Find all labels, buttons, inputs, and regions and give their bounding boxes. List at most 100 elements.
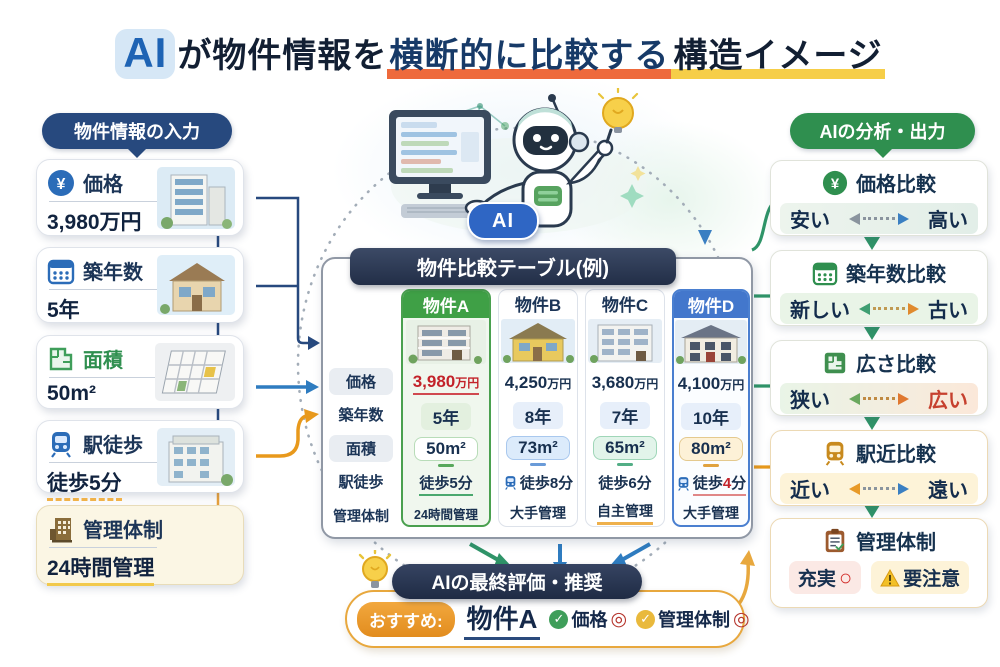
comparison-table: 価格 築年数 面積 駅徒歩 管理体制 物件A 3,980万円 5年 50m² 徒…	[321, 257, 753, 539]
table-cell-mgmt: 大手管理	[683, 505, 739, 521]
train-icon	[825, 441, 845, 466]
input-card-label: 面積	[83, 350, 123, 372]
train-icon	[505, 476, 516, 490]
input-card-label: 管理体制	[83, 520, 163, 542]
analysis-card-title: 広さ比較	[856, 354, 936, 376]
input-card-age: 築年数 5年	[36, 247, 244, 323]
property-photo	[157, 166, 235, 229]
analysis-card-title: 管理体制	[856, 532, 936, 554]
svg-text:¥: ¥	[831, 176, 840, 192]
column-header: 物件D	[674, 291, 748, 318]
mgmt-warn-chip: 要注意	[871, 561, 970, 594]
svg-text:¥: ¥	[57, 176, 66, 193]
property-photo	[157, 255, 235, 315]
analysis-card-price: ¥ 価格比較 安い 高い	[770, 160, 988, 236]
analysis-card-age: 築年数比較 新しい 古い	[770, 250, 988, 326]
check-icon: ✓	[549, 609, 569, 629]
scale-strip: 近い 遠い	[780, 473, 978, 504]
table-cell-price: 3,980万円	[403, 366, 489, 401]
calendar-icon	[47, 259, 75, 284]
recommended-property: 物件A	[463, 599, 541, 640]
divider	[49, 547, 157, 548]
table-cell-price: 3,680万円	[591, 372, 659, 392]
table-cell-mgmt: 自主管理	[586, 500, 664, 526]
table-cell-walk: 徒歩5分	[403, 466, 489, 501]
row-label-price: 価格	[329, 368, 393, 395]
train-icon	[51, 431, 71, 458]
input-card-management: 管理体制 24時間管理	[36, 505, 244, 586]
bidirectional-arrow	[859, 302, 919, 315]
circle-mark: ○	[838, 564, 853, 590]
row-label-walk: 駅徒歩	[338, 474, 384, 491]
input-card-value: 徒歩5分	[47, 467, 122, 501]
analysis-card-station: 駅近比較 近い 遠い	[770, 430, 988, 506]
recommend-badge: おすすめ:	[357, 601, 455, 637]
scale-strip: 新しい 古い	[780, 293, 978, 324]
analysis-card-title: 価格比較	[856, 174, 936, 196]
table-column-c: 物件C 3,680万円 7年 65m² 徒歩6分 自主管理	[585, 289, 665, 527]
table-cell-area: 50m²	[403, 432, 489, 466]
check-price: ✓価格◎	[549, 606, 627, 632]
final-evaluation-bar: AIの最終評価・推奨	[392, 564, 642, 599]
row-label-age: 築年数	[338, 407, 384, 424]
input-card-price: ¥ 価格 3,980万円	[36, 159, 244, 236]
input-card-label: 駅徒歩	[83, 435, 143, 457]
row-label-mgmt: 管理体制	[333, 508, 389, 524]
title-highlight-structure: 構造イメージ	[671, 37, 885, 79]
mgmt-good-chip: 充実○	[788, 561, 862, 594]
column-header: 物件A	[403, 291, 489, 318]
table-title: 物件比較テーブル(例)	[350, 248, 676, 285]
table-cell-area: 73m²	[499, 431, 577, 465]
input-card-value: 50m²	[47, 382, 97, 405]
title-ai-badge: AI	[115, 29, 176, 79]
divider	[49, 462, 157, 463]
table-cell-area: 65m²	[586, 431, 664, 465]
row-label-area: 面積	[329, 435, 393, 462]
table-cell-age: 10年	[674, 401, 748, 432]
check-icon: ✓	[636, 609, 656, 629]
scale-strip: 安い 高い	[780, 203, 978, 234]
input-card-value: 3,980万円	[47, 211, 142, 234]
yen-icon: ¥	[48, 169, 74, 196]
table-cell-price: 4,100万円	[677, 373, 745, 393]
table-cell-price: 4,250万円	[504, 372, 572, 392]
table-cell-walk: 徒歩4分	[674, 466, 748, 501]
input-card-label: 価格	[83, 174, 123, 196]
table-cell-mgmt: 24時間管理	[414, 507, 478, 522]
property-photo	[501, 319, 575, 363]
table-column-d: 物件D 4,100万円 10年 80m² 徒歩4分 大手管理	[672, 289, 750, 527]
input-card-label: 築年数	[83, 262, 143, 284]
analysis-card-title: 駅近比較	[856, 444, 936, 466]
property-photo	[675, 320, 747, 364]
input-column-header: 物件情報の入力	[42, 113, 232, 149]
table-cell-walk: 徒歩6分	[598, 475, 652, 492]
property-photo	[406, 320, 486, 364]
warning-icon	[880, 568, 900, 586]
divider	[49, 201, 157, 202]
building-icon	[50, 517, 72, 542]
column-header: 物件B	[514, 296, 562, 315]
divider	[49, 289, 157, 290]
floorplan-icon	[49, 347, 73, 370]
table-cell-walk: 徒歩8分	[499, 465, 577, 500]
table-cell-mgmt: 大手管理	[510, 505, 566, 521]
scale-strip: 狭い 広い	[780, 383, 978, 414]
divider	[49, 377, 157, 378]
table-cell-age: 5年	[403, 401, 489, 432]
property-photo	[588, 319, 662, 363]
yen-icon: ¥	[822, 170, 848, 195]
table-cell-age: 7年	[586, 400, 664, 431]
analysis-card-area: 広さ比較 狭い 広い	[770, 340, 988, 416]
title-highlight-compare: 横断的に比較する	[387, 37, 672, 79]
ai-badge: AI	[467, 202, 539, 240]
input-card-area: 面積 50m²	[36, 335, 244, 409]
table-column-b: 物件B 4,250万円 8年 73m² 徒歩8分 大手管理	[498, 289, 578, 527]
input-card-value: 5年	[47, 299, 80, 322]
bidirectional-arrow	[849, 212, 909, 225]
calendar-icon	[812, 262, 838, 285]
analysis-card-management: 管理体制 充実○ 要注意	[770, 518, 988, 608]
floorplan-photo	[155, 343, 235, 401]
analysis-card-title: 築年数比較	[846, 264, 946, 286]
